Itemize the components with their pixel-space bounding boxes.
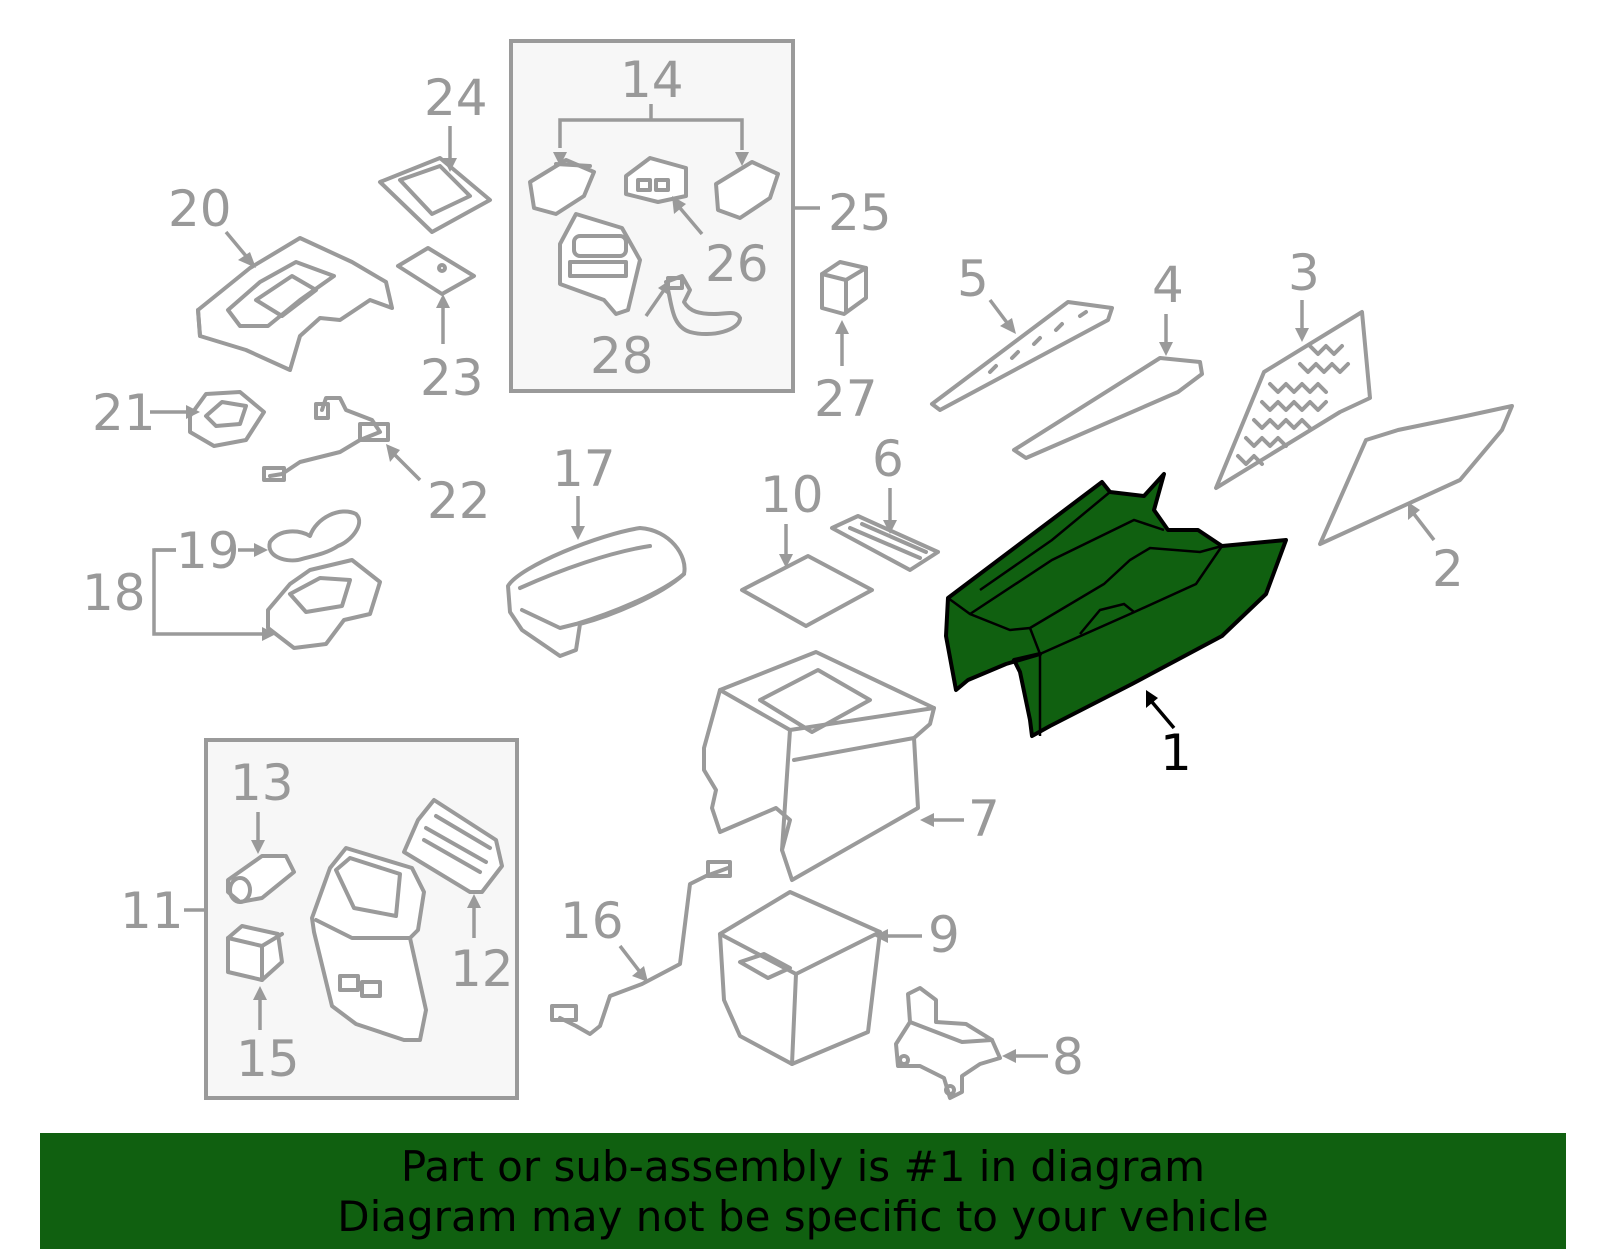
callout-11: 11 — [120, 882, 184, 940]
callout-24: 24 — [424, 69, 488, 127]
callout-7: 7 — [968, 790, 1000, 848]
callout-13: 13 — [230, 754, 294, 812]
leader-3 — [1295, 300, 1309, 342]
part-18-cup-holder — [266, 558, 382, 650]
callout-4: 4 — [1152, 256, 1184, 314]
part-23-pad — [396, 246, 476, 296]
callout-3: 3 — [1288, 244, 1320, 302]
callout-16: 16 — [560, 892, 624, 950]
callout-15: 15 — [236, 1030, 300, 1088]
leader-17 — [571, 496, 585, 540]
callout-5: 5 — [957, 250, 989, 308]
part-27-connector — [820, 260, 868, 316]
callout-20: 20 — [168, 180, 232, 238]
leader-9 — [874, 929, 922, 943]
part-5-trim-strip — [930, 300, 1114, 412]
callout-8: 8 — [1052, 1028, 1084, 1086]
callout-10: 10 — [760, 466, 824, 524]
callout-1: 1 — [1160, 724, 1192, 782]
part-14-switches — [528, 104, 780, 220]
callout-19: 19 — [176, 522, 240, 580]
part-12-vent — [402, 798, 504, 894]
callout-6: 6 — [872, 430, 904, 488]
callout-17: 17 — [552, 440, 616, 498]
part-11-center-bezel — [310, 846, 428, 1042]
leader-1 — [1146, 690, 1176, 730]
leader-20 — [224, 230, 256, 268]
leader-27 — [835, 320, 849, 366]
part-22-harness — [262, 396, 390, 482]
part-25-control-panel — [558, 212, 642, 316]
leader-19 — [238, 543, 268, 557]
leader-5 — [988, 298, 1016, 334]
part-21-switch — [188, 390, 266, 448]
part-10-pad — [740, 554, 874, 628]
banner-line-disclaimer: Diagram may not be specific to your vehi… — [337, 1192, 1269, 1241]
part-26-switch-block — [624, 156, 688, 204]
banner-line-part-number: Part or sub-assembly is #1 in diagram — [400, 1142, 1206, 1191]
callout-21: 21 — [92, 384, 156, 442]
leader-28 — [644, 280, 670, 317]
part-4-trim-panel — [1012, 356, 1204, 460]
callout-25: 25 — [828, 184, 892, 242]
leader-24 — [443, 126, 457, 172]
part-13-knob — [226, 854, 296, 904]
part-2-side-panel — [1318, 404, 1514, 546]
callout-14: 14 — [620, 51, 684, 109]
leader-2 — [1408, 502, 1436, 542]
leader-21 — [150, 405, 200, 419]
callout-18: 18 — [82, 564, 146, 622]
part-8-bracket — [894, 986, 1002, 1100]
part-16-harness — [550, 860, 732, 1036]
leader-15 — [253, 986, 267, 1030]
part-1-console-body — [944, 472, 1288, 738]
leader-7 — [920, 813, 964, 827]
callout-26: 26 — [705, 235, 769, 293]
leader-6 — [883, 488, 897, 534]
part-3-mat-panel — [1214, 310, 1372, 490]
leader-8 — [1002, 1049, 1048, 1063]
part-24-tray — [378, 156, 492, 234]
part-20-shifter-bezel — [196, 236, 394, 372]
leader-22 — [386, 444, 422, 482]
leader-10 — [779, 524, 793, 568]
part-15-switch — [226, 924, 284, 982]
callout-28: 28 — [590, 327, 654, 385]
leader-16 — [618, 944, 648, 982]
leader-12 — [467, 894, 481, 938]
leader-18 — [152, 548, 276, 641]
part-9-storage-bin — [718, 890, 882, 1066]
leader-26 — [672, 196, 704, 236]
leader-23 — [436, 294, 450, 344]
part-7-console-frame — [702, 650, 936, 882]
callout-27: 27 — [814, 370, 878, 428]
callout-2: 2 — [1432, 540, 1464, 598]
callout-12: 12 — [450, 940, 514, 998]
part-17-armrest-lid — [506, 526, 687, 658]
callout-22: 22 — [427, 472, 491, 530]
leader-13 — [251, 812, 265, 854]
part-19-cup-insert — [267, 509, 362, 563]
part-6-vent-grille — [830, 514, 940, 572]
callout-23: 23 — [420, 349, 484, 407]
callout-9: 9 — [928, 906, 960, 964]
leader-4 — [1159, 314, 1173, 356]
info-banner: Part or sub-assembly is #1 in diagram Di… — [40, 1133, 1566, 1249]
